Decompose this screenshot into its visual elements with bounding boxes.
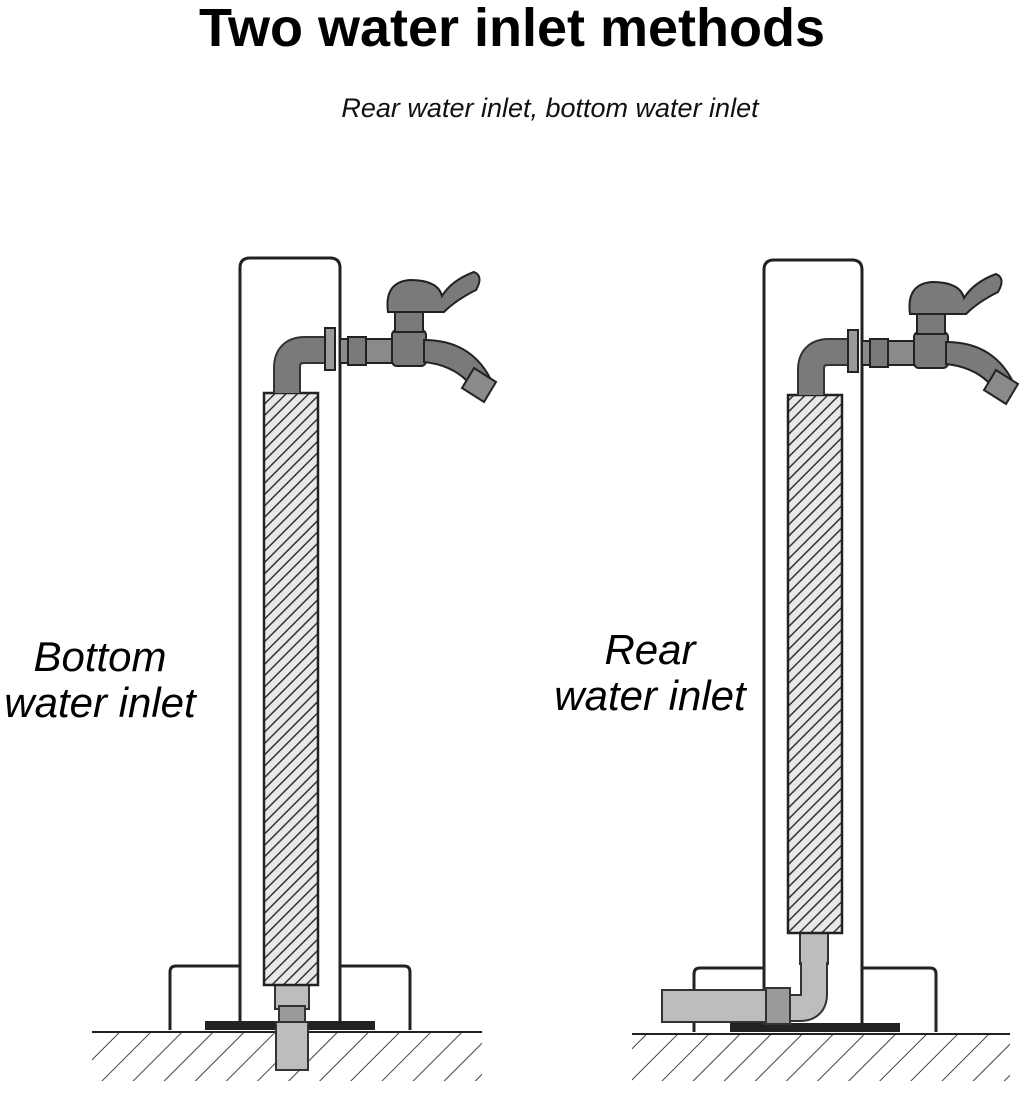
post-right	[762, 258, 864, 1024]
fitting-lower-right	[799, 931, 829, 965]
inlet-pipe-bottom	[275, 1021, 309, 1071]
inlet-pipe-rear	[661, 989, 767, 1023]
bottom-inlet-label-line2: water inlet	[4, 679, 196, 726]
base-bracket-left	[168, 964, 412, 1030]
flex-hose-right	[786, 393, 844, 935]
page-title: Two water inlet methods	[198, 0, 826, 58]
rear-inlet-diagram	[632, 258, 1020, 1081]
post-left	[238, 256, 342, 1022]
bottom-inlet-label-line1: Bottom	[33, 633, 167, 680]
faucet-icon	[861, 272, 1020, 406]
nut-bottom-left	[278, 1005, 306, 1023]
base-plate-right	[730, 1023, 900, 1032]
flange-right	[847, 329, 859, 373]
faucet-icon	[339, 270, 498, 404]
page-subtitle: Rear water inlet, bottom water inlet	[341, 93, 759, 123]
base-bracket-right	[692, 966, 938, 1032]
flex-hose-left	[262, 391, 320, 987]
bottom-inlet-diagram	[92, 256, 498, 1081]
bottom-inlet-label: Bottom water inlet	[0, 634, 200, 726]
rear-inlet-label: Rear water inlet	[540, 627, 760, 719]
rear-inlet-label-line1: Rear	[604, 626, 696, 673]
nut-rear-right	[763, 987, 791, 1025]
flange-left	[324, 327, 336, 371]
ground-right	[632, 1033, 1010, 1081]
rear-inlet-label-line2: water inlet	[554, 672, 746, 719]
